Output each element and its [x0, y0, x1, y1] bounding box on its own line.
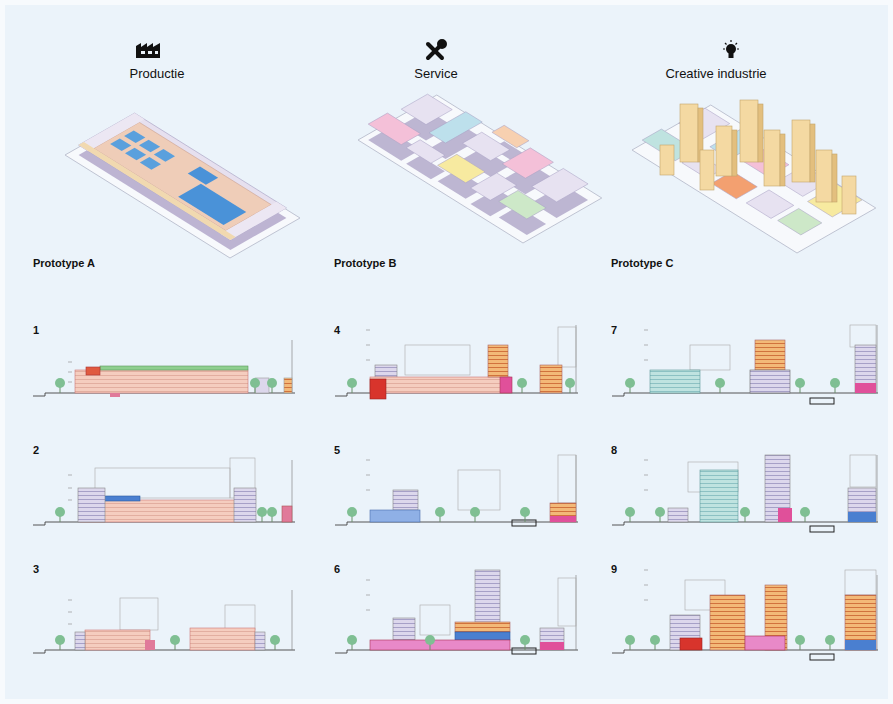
axonometric-a — [65, 113, 300, 258]
callout-number: 1 — [33, 324, 39, 337]
sections — [33, 325, 878, 660]
tools-icon — [428, 41, 445, 58]
callout-number: 4 — [334, 324, 340, 337]
prototype-label: Prototype C — [611, 257, 673, 270]
column-heading: Service — [414, 66, 457, 82]
bulb-icon — [723, 40, 739, 58]
callout-number: 9 — [611, 563, 617, 576]
axonometric-b — [358, 84, 602, 243]
callout-number: 6 — [334, 563, 340, 576]
factory-icon — [136, 43, 160, 58]
callout-number: 5 — [334, 444, 340, 457]
callout-number: 7 — [611, 324, 617, 337]
callout-number: 8 — [611, 444, 617, 457]
callout-number: 2 — [33, 444, 39, 457]
column-heading: Productie — [130, 66, 185, 82]
prototype-label: Prototype B — [334, 257, 396, 270]
prototype-label: Prototype A — [33, 257, 95, 270]
column-heading: Creative industrie — [665, 66, 766, 82]
axonometric-c — [632, 100, 876, 253]
callout-number: 3 — [33, 563, 39, 576]
